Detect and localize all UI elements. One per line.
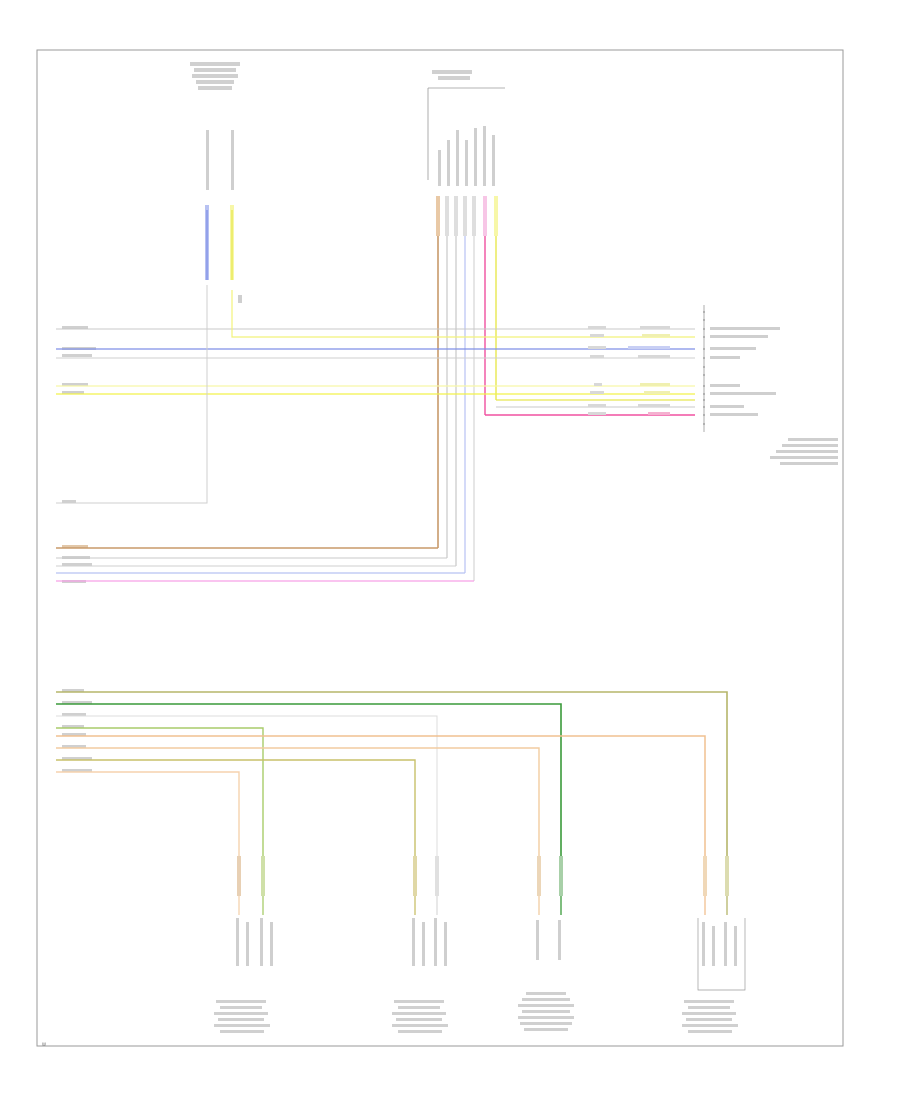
vertical-label — [231, 130, 234, 190]
diagram-code: W — [42, 1042, 46, 1047]
vertical-label — [438, 150, 441, 186]
top-left-component-label — [190, 62, 240, 90]
wire-tag — [445, 196, 449, 236]
left-pin-labels-upper — [62, 326, 96, 394]
vertical-label — [447, 140, 450, 186]
wire-orange-horizontal — [56, 771, 240, 870]
wire-tag — [472, 196, 476, 236]
top-center-connector-group — [427, 70, 505, 236]
right-connector-pin-labels — [710, 327, 780, 416]
wire-tag — [436, 196, 440, 236]
left-pin-labels-lower — [62, 689, 92, 772]
wire-gray-drop — [56, 285, 208, 504]
wire-olive-horizontal — [56, 691, 728, 870]
right-component-label — [770, 438, 838, 465]
vertical-label — [465, 140, 468, 186]
wire-tag — [454, 196, 458, 236]
wire-light-green-horizontal — [56, 727, 264, 870]
wire-tag — [483, 196, 487, 236]
right-wire-tags — [588, 326, 670, 415]
wire-orange-horizontal — [56, 747, 540, 870]
wire-yellow-horizontal — [231, 290, 695, 338]
bottom-sensor-2 — [392, 856, 448, 1033]
wire-tag — [494, 196, 498, 236]
wire-green-horizontal — [56, 703, 562, 870]
vertical-label — [206, 130, 209, 190]
bottom-sensor-4 — [682, 856, 746, 1033]
wire-olive-horizontal — [56, 759, 416, 870]
wire-gray-horizontal — [56, 715, 438, 870]
top-center-component-label — [427, 70, 505, 180]
right-connector — [703, 305, 705, 432]
wire-tag — [463, 196, 467, 236]
top-left-connector-group — [190, 62, 242, 303]
pin-tag — [238, 295, 242, 303]
wire-orange-horizontal — [56, 735, 706, 870]
vertical-label — [492, 135, 495, 186]
bottom-sensor-1 — [214, 856, 273, 1033]
diagram-frame — [36, 49, 844, 1047]
vertical-label — [456, 130, 459, 186]
left-pin-label — [62, 500, 76, 503]
vertical-label — [474, 128, 477, 186]
left-pin-labels-middle — [62, 545, 92, 583]
bottom-sensor-3 — [518, 856, 574, 1031]
vertical-label — [483, 126, 486, 186]
